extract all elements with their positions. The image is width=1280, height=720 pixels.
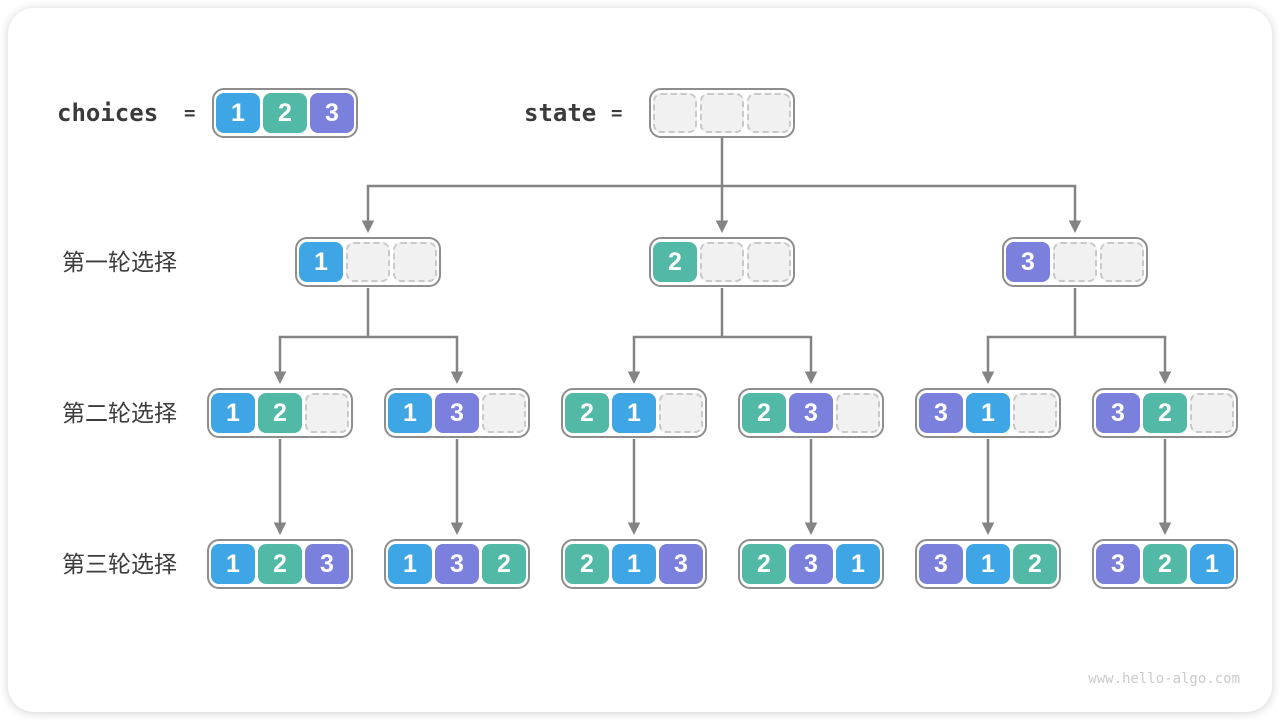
row-label-round-3: 第三轮选择 (62, 551, 177, 577)
cell-value-3: 3 (305, 544, 349, 584)
cell-value-1: 1 (388, 544, 432, 584)
cell-value-1: 1 (388, 393, 432, 433)
empty-cell (1100, 242, 1144, 282)
cell-value-3: 3 (919, 393, 963, 433)
tree-node: 3 (1002, 237, 1148, 287)
empty-cell (305, 393, 349, 433)
empty-cell (393, 242, 437, 282)
cell-value-2: 2 (1143, 393, 1187, 433)
cell-value-2: 2 (258, 544, 302, 584)
empty-cell (836, 393, 880, 433)
cell-value-3: 3 (659, 544, 703, 584)
cell-value-3: 3 (919, 544, 963, 584)
empty-cell (653, 93, 697, 133)
tree-node: 1 (295, 237, 441, 287)
cell-value-1: 1 (299, 242, 343, 282)
cell-value-1: 1 (966, 393, 1010, 433)
equals-sign: = (611, 102, 623, 124)
cell-value-2: 2 (1143, 544, 1187, 584)
empty-cell (1190, 393, 1234, 433)
cell-value-1: 1 (836, 544, 880, 584)
equals-sign: = (184, 102, 196, 124)
row-label-round-1: 第一轮选择 (62, 249, 177, 275)
cell-value-2: 2 (742, 393, 786, 433)
choices-label: choices (57, 99, 159, 127)
state-label: state (524, 99, 597, 127)
tree-node: 2 (649, 237, 795, 287)
cell-value-2: 2 (653, 242, 697, 282)
empty-cell (1053, 242, 1097, 282)
cell-value-3: 3 (1096, 544, 1140, 584)
cell-value-1: 1 (1190, 544, 1234, 584)
cell-value-1: 1 (612, 393, 656, 433)
cell-value-2: 2 (742, 544, 786, 584)
empty-cell (700, 242, 744, 282)
empty-cell (1013, 393, 1057, 433)
empty-cell (700, 93, 744, 133)
state-box (649, 88, 795, 138)
cell-value-1: 1 (612, 544, 656, 584)
cell-value-2: 2 (565, 544, 609, 584)
cell-value-3: 3 (789, 544, 833, 584)
empty-cell (482, 393, 526, 433)
cell-value-1: 1 (966, 544, 1010, 584)
cell-value-2: 2 (263, 93, 307, 133)
cell-value-2: 2 (482, 544, 526, 584)
cell-value-3: 3 (1096, 393, 1140, 433)
row-label-round-2: 第二轮选择 (62, 400, 177, 426)
cell-value-1: 1 (211, 393, 255, 433)
empty-cell (659, 393, 703, 433)
watermark: www.hello-algo.com (1088, 671, 1240, 687)
cell-value-3: 3 (310, 93, 354, 133)
cell-value-2: 2 (565, 393, 609, 433)
cell-value-3: 3 (1006, 242, 1050, 282)
cell-value-3: 3 (435, 393, 479, 433)
cell-value-3: 3 (789, 393, 833, 433)
cell-value-2: 2 (1013, 544, 1057, 584)
cell-value-3: 3 (435, 544, 479, 584)
empty-cell (747, 93, 791, 133)
empty-cell (346, 242, 390, 282)
cell-value-1: 1 (216, 93, 260, 133)
cell-value-2: 2 (258, 393, 302, 433)
cell-value-1: 1 (211, 544, 255, 584)
empty-cell (747, 242, 791, 282)
